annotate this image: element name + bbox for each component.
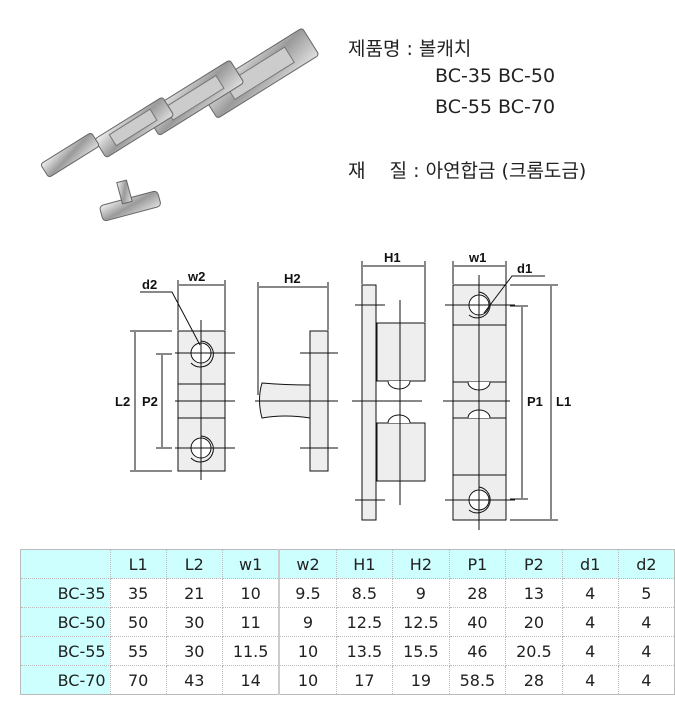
value-cell: 50 bbox=[109, 607, 167, 637]
value-cell: 12.5 bbox=[335, 607, 394, 637]
value-cell: 10 bbox=[278, 665, 337, 695]
value-cell: 28 bbox=[448, 578, 507, 608]
value-cell: 13.5 bbox=[335, 636, 394, 666]
value-cell: 4 bbox=[617, 665, 675, 695]
model-cell: BC-35 bbox=[20, 578, 111, 608]
label-l2: L2 bbox=[115, 394, 130, 409]
value-cell: 21 bbox=[165, 578, 223, 608]
value-cell: 19 bbox=[392, 665, 450, 695]
value-cell: 35 bbox=[109, 578, 167, 608]
value-cell: 10 bbox=[278, 636, 337, 666]
model-cell: BC-70 bbox=[20, 665, 111, 695]
value-cell: 5 bbox=[617, 578, 675, 608]
header-cell: L2 bbox=[165, 549, 223, 579]
value-cell: 40 bbox=[448, 607, 507, 637]
product-material: 재 질 : 아연합금 (크롬도금) bbox=[348, 160, 587, 182]
value-cell: 13 bbox=[505, 578, 563, 608]
value-cell: 43 bbox=[165, 665, 223, 695]
header-cell: L1 bbox=[109, 549, 167, 579]
value-cell: 4 bbox=[561, 607, 619, 637]
label-h1: H1 bbox=[384, 250, 401, 265]
value-cell: 9 bbox=[392, 578, 450, 608]
value-cell: 14 bbox=[221, 665, 280, 695]
header-cell: w1 bbox=[221, 549, 280, 579]
label-w2: w2 bbox=[187, 269, 205, 284]
value-cell: 58.5 bbox=[448, 665, 507, 695]
label-w1: w1 bbox=[468, 250, 486, 265]
product-models-line2: BC-55 BC-70 bbox=[435, 96, 556, 118]
value-cell: 46 bbox=[448, 636, 507, 666]
header-cell: d1 bbox=[561, 549, 619, 579]
value-cell: 55 bbox=[109, 636, 167, 666]
value-cell: 20.5 bbox=[505, 636, 563, 666]
model-cell: BC-50 bbox=[20, 607, 111, 637]
product-photo bbox=[40, 28, 319, 222]
header-cell: P1 bbox=[448, 549, 507, 579]
value-cell: 4 bbox=[561, 665, 619, 695]
product-name: 제품명 : 볼캐치 bbox=[348, 38, 472, 60]
value-cell: 17 bbox=[335, 665, 394, 695]
product-models-line1: BC-35 BC-50 bbox=[435, 65, 556, 87]
value-cell: 30 bbox=[165, 636, 223, 666]
value-cell: 30 bbox=[165, 607, 223, 637]
header-cell bbox=[20, 549, 111, 579]
label-l1: L1 bbox=[556, 394, 571, 409]
value-cell: 20 bbox=[505, 607, 563, 637]
value-cell: 70 bbox=[109, 665, 167, 695]
label-d1: d1 bbox=[517, 261, 532, 276]
label-p2: P2 bbox=[142, 394, 158, 409]
value-cell: 4 bbox=[617, 607, 675, 637]
value-cell: 4 bbox=[561, 636, 619, 666]
model-cell: BC-55 bbox=[20, 636, 111, 666]
label-h2: H2 bbox=[284, 271, 301, 286]
value-cell: 9 bbox=[278, 607, 337, 637]
header-cell: w2 bbox=[278, 549, 337, 579]
header-cell: H2 bbox=[392, 549, 450, 579]
value-cell: 28 bbox=[505, 665, 563, 695]
table-header-row: L1 L2 w1 w2 H1 H2 P1 P2 d1 d2 bbox=[20, 549, 675, 579]
value-cell: 10 bbox=[221, 578, 280, 608]
value-cell: 8.5 bbox=[335, 578, 394, 608]
value-cell: 11 bbox=[221, 607, 280, 637]
value-cell: 4 bbox=[617, 636, 675, 666]
header-cell: d2 bbox=[617, 549, 675, 579]
value-cell: 4 bbox=[561, 578, 619, 608]
value-cell: 11.5 bbox=[221, 636, 280, 666]
header-cell: P2 bbox=[505, 549, 563, 579]
header-cell: H1 bbox=[335, 549, 394, 579]
value-cell: 9.5 bbox=[278, 578, 337, 608]
value-cell: 15.5 bbox=[392, 636, 450, 666]
label-p1: P1 bbox=[527, 394, 543, 409]
value-cell: 12.5 bbox=[392, 607, 450, 637]
label-d2: d2 bbox=[142, 277, 157, 292]
